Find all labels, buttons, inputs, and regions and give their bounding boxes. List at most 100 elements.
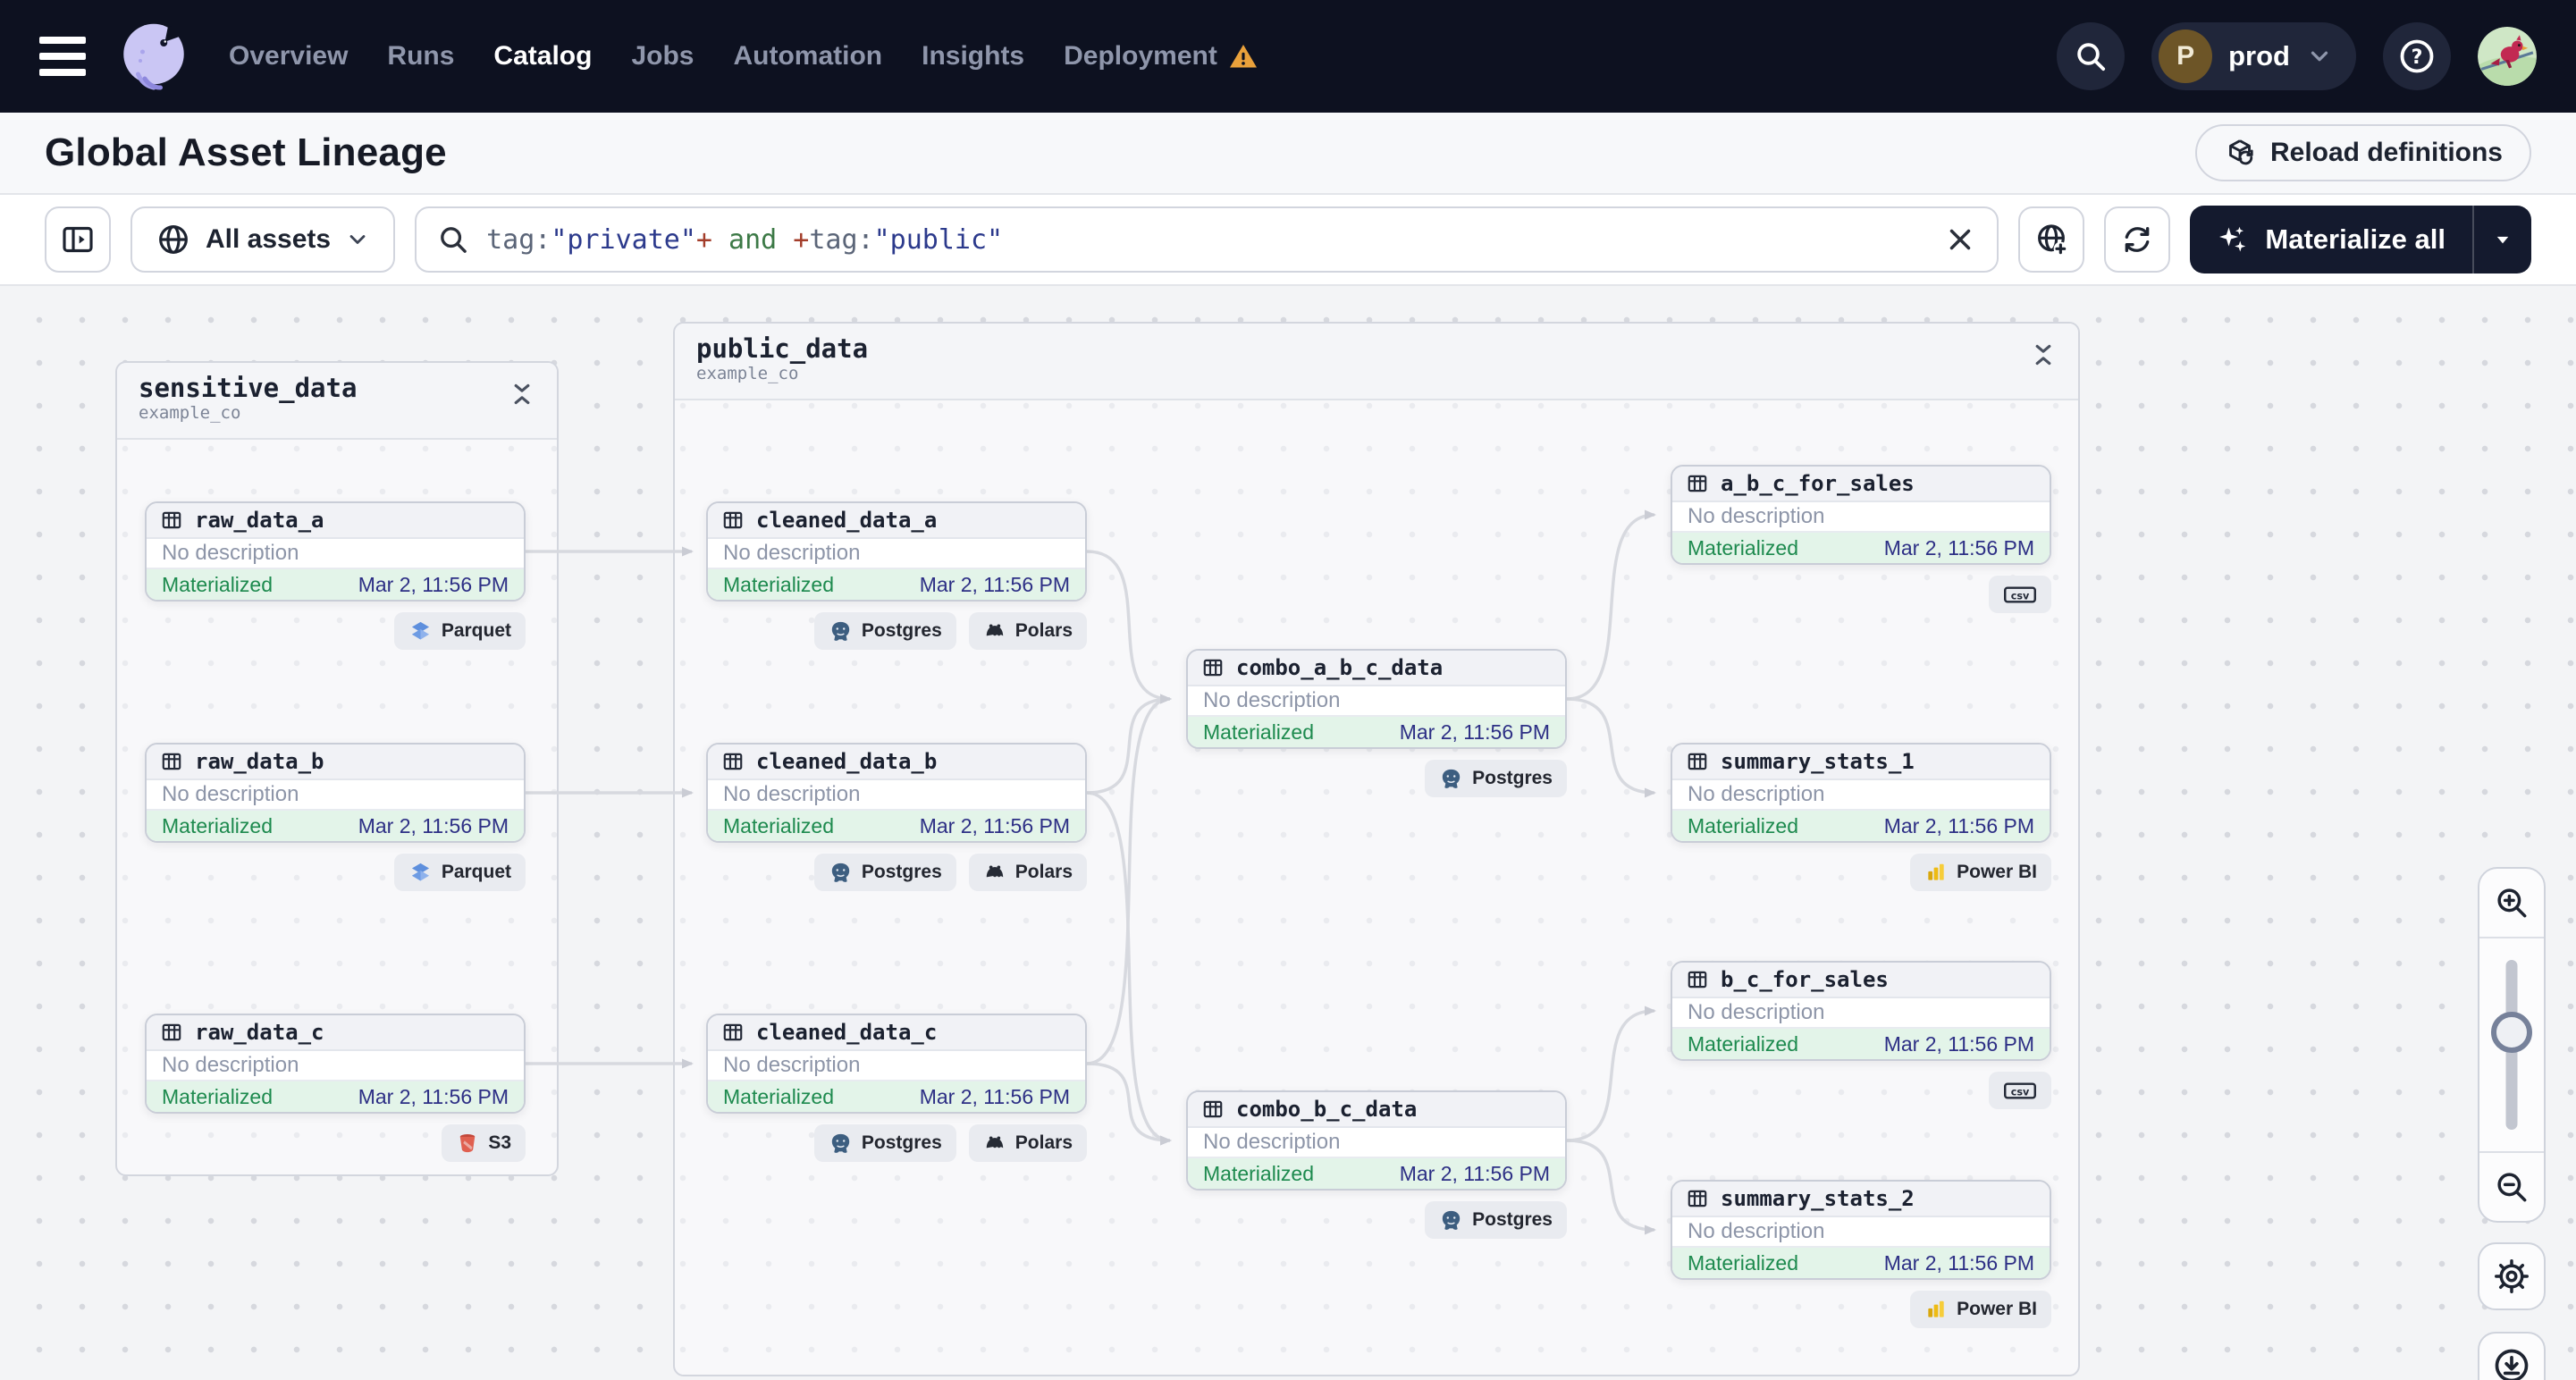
view-full-graph-button[interactable] bbox=[2018, 206, 2085, 273]
nav-item-runs[interactable]: Runs bbox=[387, 41, 454, 72]
asset-node-raw_data_b[interactable]: raw_data_b No description Materialized M… bbox=[145, 743, 526, 843]
nav-item-label: Automation bbox=[733, 41, 883, 71]
asset-node-wrap: combo_a_b_c_data No description Material… bbox=[1186, 649, 1567, 797]
asset-node-cleaned_data_b[interactable]: cleaned_data_b No description Materializ… bbox=[706, 743, 1087, 843]
asset-name: b_c_for_sales bbox=[1721, 967, 1889, 992]
graph-settings-button[interactable] bbox=[2478, 1242, 2546, 1310]
kind-badge-postgres[interactable]: Postgres bbox=[813, 1124, 956, 1162]
primary-nav: Overview Runs Catalog Jobs Automation Insight… bbox=[229, 41, 1259, 72]
badge-label: S3 bbox=[488, 1132, 511, 1153]
status-timestamp: Mar 2, 11:56 PM bbox=[1883, 535, 2034, 560]
kind-badge-powerbi[interactable]: Power BI bbox=[1910, 854, 2051, 891]
asset-name: cleaned_data_c bbox=[756, 1020, 938, 1045]
svg-text:?: ? bbox=[2412, 46, 2423, 69]
zoom-in-button[interactable] bbox=[2479, 869, 2544, 938]
kind-badge-powerbi[interactable]: Power BI bbox=[1910, 1291, 2051, 1328]
kind-badge-parquet[interactable]: Parquet bbox=[393, 854, 526, 891]
polars-icon bbox=[986, 1136, 1004, 1149]
collapse-group-icon bbox=[514, 383, 530, 405]
kind-badge-s3[interactable]: S3 bbox=[442, 1124, 526, 1162]
nav-item-automation[interactable]: Automation bbox=[733, 41, 882, 72]
asset-node-summary_stats_1[interactable]: summary_stats_1 No description Materiali… bbox=[1671, 743, 2051, 843]
refresh-button[interactable] bbox=[2104, 206, 2171, 273]
kind-badge-csv[interactable]: csv bbox=[1989, 576, 2051, 613]
kind-badge-polars[interactable]: Polars bbox=[968, 612, 1087, 650]
asset-description: No description bbox=[147, 1051, 524, 1081]
asset-status-row: Materialized Mar 2, 11:56 PM bbox=[708, 569, 1085, 600]
asset-node-summary_stats_2[interactable]: summary_stats_2 No description Materiali… bbox=[1671, 1180, 2051, 1280]
zoom-out-button[interactable] bbox=[2479, 1151, 2544, 1221]
close-icon bbox=[1950, 229, 1971, 250]
zoom-control bbox=[2478, 867, 2546, 1223]
collapse-group-button[interactable] bbox=[507, 374, 537, 417]
query-segment: + bbox=[793, 223, 810, 256]
materialize-options-button[interactable] bbox=[2474, 206, 2531, 273]
query-segment: + bbox=[695, 223, 712, 256]
kind-badge-parquet[interactable]: Parquet bbox=[393, 612, 526, 650]
status-timestamp: Mar 2, 11:56 PM bbox=[919, 1084, 1070, 1108]
asset-node-raw_data_c[interactable]: raw_data_c No description Materialized M… bbox=[145, 1014, 526, 1114]
table-icon bbox=[1688, 753, 1707, 770]
asset-search-input[interactable]: tag:"private"+ and +tag:"public" bbox=[415, 206, 1999, 273]
status-timestamp: Mar 2, 11:56 PM bbox=[1399, 719, 1550, 744]
asset-node-header: raw_data_b bbox=[147, 745, 524, 780]
kind-badge-polars[interactable]: Polars bbox=[968, 1124, 1087, 1162]
caret-down-icon bbox=[2496, 236, 2509, 244]
asset-node-wrap: cleaned_data_b No description Materializ… bbox=[706, 743, 1087, 891]
status-timestamp: Mar 2, 11:56 PM bbox=[919, 572, 1070, 596]
asset-node-raw_data_a[interactable]: raw_data_a No description Materialized M… bbox=[145, 501, 526, 602]
download-graph-button[interactable] bbox=[2478, 1332, 2546, 1380]
kind-badge-postgres[interactable]: Postgres bbox=[1425, 1201, 1567, 1239]
csv-icon: csv bbox=[2004, 585, 2036, 603]
asset-scope-dropdown[interactable]: All assets bbox=[130, 206, 396, 273]
asset-node-a_b_c_for_sales[interactable]: a_b_c_for_sales No description Materiali… bbox=[1671, 465, 2051, 565]
clear-search-button[interactable] bbox=[1943, 223, 1977, 257]
asset-node-wrap: cleaned_data_c No description Materializ… bbox=[706, 1014, 1087, 1162]
zoom-slider-thumb[interactable] bbox=[2491, 1012, 2532, 1053]
kind-badge-postgres[interactable]: Postgres bbox=[813, 612, 956, 650]
materialize-all-button[interactable]: Materialize all bbox=[2190, 206, 2472, 273]
nav-item-label: Insights bbox=[922, 41, 1025, 71]
table-icon bbox=[1688, 971, 1707, 989]
asset-description: No description bbox=[1672, 780, 2050, 811]
asset-status-row: Materialized Mar 2, 11:56 PM bbox=[1188, 717, 1565, 747]
nav-item-catalog[interactable]: Catalog bbox=[493, 41, 592, 72]
environment-avatar: P bbox=[2159, 29, 2213, 83]
reload-definitions-button[interactable]: Reload definitions bbox=[2194, 124, 2531, 181]
nav-item-overview[interactable]: Overview bbox=[229, 41, 348, 72]
kind-badge-postgres[interactable]: Postgres bbox=[1425, 760, 1567, 797]
nav-right-cluster: P prod ? bbox=[2057, 22, 2537, 90]
badge-label: Polars bbox=[1014, 620, 1073, 641]
zoom-slider[interactable] bbox=[2479, 938, 2544, 1151]
kind-badge-polars[interactable]: Polars bbox=[968, 854, 1087, 891]
environment-switcher[interactable]: P prod bbox=[2151, 22, 2356, 90]
asset-node-combo_b_c_data[interactable]: combo_b_c_data No description Materializ… bbox=[1186, 1090, 1567, 1191]
help-button[interactable]: ? bbox=[2383, 22, 2451, 90]
zoom-in-icon bbox=[2497, 888, 2527, 918]
asset-node-combo_a_b_c_data[interactable]: combo_a_b_c_data No description Material… bbox=[1186, 649, 1567, 749]
asset-node-cleaned_data_c[interactable]: cleaned_data_c No description Materializ… bbox=[706, 1014, 1087, 1114]
hamburger-menu-button[interactable] bbox=[39, 37, 86, 76]
query-segment: tag: bbox=[809, 223, 874, 256]
group-header: public_data example_co bbox=[675, 324, 2078, 400]
asset-node-header: combo_a_b_c_data bbox=[1188, 651, 1565, 686]
status-label: Materialized bbox=[1688, 1031, 1798, 1056]
asset-node-b_c_for_sales[interactable]: b_c_for_sales No description Materialize… bbox=[1671, 961, 2051, 1061]
asset-node-cleaned_data_a[interactable]: cleaned_data_a No description Materializ… bbox=[706, 501, 1087, 602]
open-sidebar-button[interactable] bbox=[45, 206, 111, 273]
asset-name: cleaned_data_b bbox=[756, 749, 938, 774]
s3-icon bbox=[460, 1134, 476, 1153]
nav-item-insights[interactable]: Insights bbox=[922, 41, 1024, 72]
user-avatar[interactable] bbox=[2478, 27, 2537, 86]
kind-badge-postgres[interactable]: Postgres bbox=[813, 854, 956, 891]
nav-item-jobs[interactable]: Jobs bbox=[631, 41, 694, 72]
nav-item-deployment[interactable]: Deployment bbox=[1064, 41, 1259, 72]
status-label: Materialized bbox=[1688, 813, 1798, 837]
group-subtitle: example_co bbox=[696, 364, 799, 384]
search-button[interactable] bbox=[2057, 22, 2126, 90]
kind-badge-csv[interactable]: csv bbox=[1989, 1072, 2051, 1109]
nav-item-label: Deployment bbox=[1064, 41, 1217, 71]
dagster-logo-icon[interactable] bbox=[118, 21, 189, 92]
lineage-canvas[interactable]: sensitive_data example_co raw_data_a No … bbox=[0, 286, 2576, 1380]
collapse-group-button[interactable] bbox=[2028, 334, 2058, 378]
